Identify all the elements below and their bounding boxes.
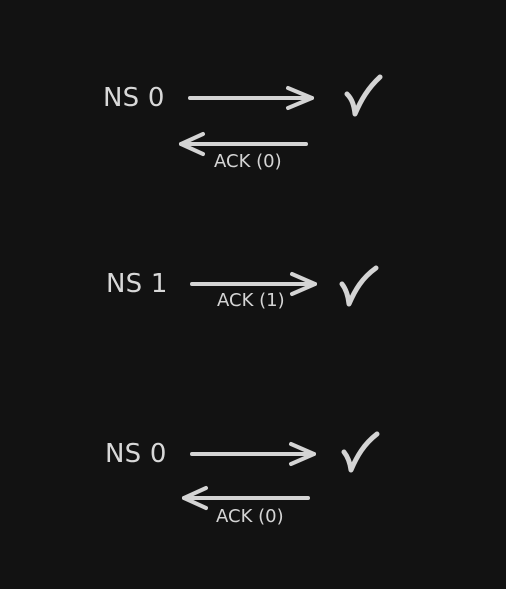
row-1-checkmark-icon <box>339 265 379 307</box>
row-2-ack-label: ACK (0) <box>216 506 284 527</box>
row-2-checkmark-icon <box>341 431 380 473</box>
row-2-frame-label: NS 0 <box>105 439 167 469</box>
row-0-ack-arrow <box>179 132 308 156</box>
row-1-ack-label: ACK (1) <box>217 290 285 311</box>
row-2-ack-arrow <box>182 486 310 510</box>
row-0-frame-label: NS 0 <box>103 83 165 113</box>
row-1-frame-label: NS 1 <box>106 269 168 299</box>
row-2-frame-arrow <box>190 442 316 466</box>
row-1-frame-arrow <box>190 272 317 296</box>
row-0-frame-arrow <box>188 86 314 110</box>
row-0-checkmark-icon <box>344 74 383 117</box>
row-0-ack-label: ACK (0) <box>214 151 282 172</box>
